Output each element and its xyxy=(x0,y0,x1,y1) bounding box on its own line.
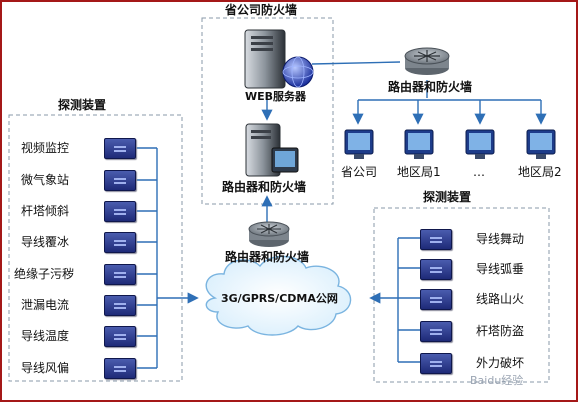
monitor-icon xyxy=(404,129,434,159)
left-bus xyxy=(136,147,199,369)
left-device-label: 泄漏电流 xyxy=(21,298,70,312)
sensor-device-icon xyxy=(420,289,452,310)
province-dashbox xyxy=(201,17,334,205)
firewall-server-label: 路由器和防火墙 xyxy=(222,180,307,194)
right-device-label: 杆塔防盗 xyxy=(476,324,525,338)
cloud-icon xyxy=(205,255,352,336)
router-center-label: 路由器和防火墙 xyxy=(225,250,310,264)
monitor-icon xyxy=(465,129,495,159)
client-label-district2: 地区局2 xyxy=(518,165,562,179)
sensor-device-icon xyxy=(420,321,452,342)
right-group-title: 探测装置 xyxy=(423,190,472,204)
monitor-icon xyxy=(344,129,374,159)
sensor-device-icon xyxy=(104,201,136,222)
sensor-device-icon xyxy=(104,264,136,285)
central-links xyxy=(261,61,547,232)
sensor-device-icon xyxy=(104,326,136,347)
left-device-label: 微气象站 xyxy=(21,173,70,187)
sensor-device-icon xyxy=(420,353,452,374)
firewall-server-icon xyxy=(245,123,299,177)
left-device-label: 导线覆冰 xyxy=(21,235,70,249)
right-bus xyxy=(369,237,420,363)
client-label-province: 省公司 xyxy=(341,165,378,179)
left-device-label: 杆塔倾斜 xyxy=(21,204,70,218)
sensor-device-icon xyxy=(104,358,136,379)
right-device-label: 导线舞动 xyxy=(476,232,525,246)
web-server-label: WEB服务器 xyxy=(245,90,307,103)
client-label-district1: 地区局1 xyxy=(397,165,441,179)
router-top-right-icon xyxy=(404,47,450,75)
client-label-ellipsis: … xyxy=(473,165,485,179)
province-firewall-title: 省公司防火墙 xyxy=(225,3,298,17)
right-device-label: 外力破坏 xyxy=(476,356,525,370)
sensor-device-icon xyxy=(104,170,136,191)
watermark: Baidu经验 xyxy=(470,374,524,387)
left-dashbox xyxy=(8,114,183,382)
sensor-device-icon xyxy=(104,232,136,253)
left-device-label: 导线风偏 xyxy=(21,361,70,375)
right-device-label: 导线弧垂 xyxy=(476,262,525,276)
sensor-device-icon xyxy=(104,138,136,159)
left-device-label: 视频监控 xyxy=(21,141,70,155)
monitor-icon xyxy=(526,129,556,159)
sensor-device-icon xyxy=(420,229,452,250)
cloud-label: 3G/GPRS/CDMA公网 xyxy=(221,292,338,305)
sensor-device-icon xyxy=(104,295,136,316)
sensor-device-icon xyxy=(420,259,452,280)
left-device-label: 绝缘子污秽 xyxy=(14,267,75,281)
client-monitor-icons xyxy=(344,129,556,159)
left-device-label: 导线温度 xyxy=(21,329,70,343)
router-center-icon xyxy=(248,221,290,247)
left-group-title: 探测装置 xyxy=(58,98,107,112)
web-server-icon xyxy=(244,29,314,89)
router-top-right-label: 路由器和防火墙 xyxy=(388,80,473,94)
right-device-label: 线路山火 xyxy=(476,292,525,306)
